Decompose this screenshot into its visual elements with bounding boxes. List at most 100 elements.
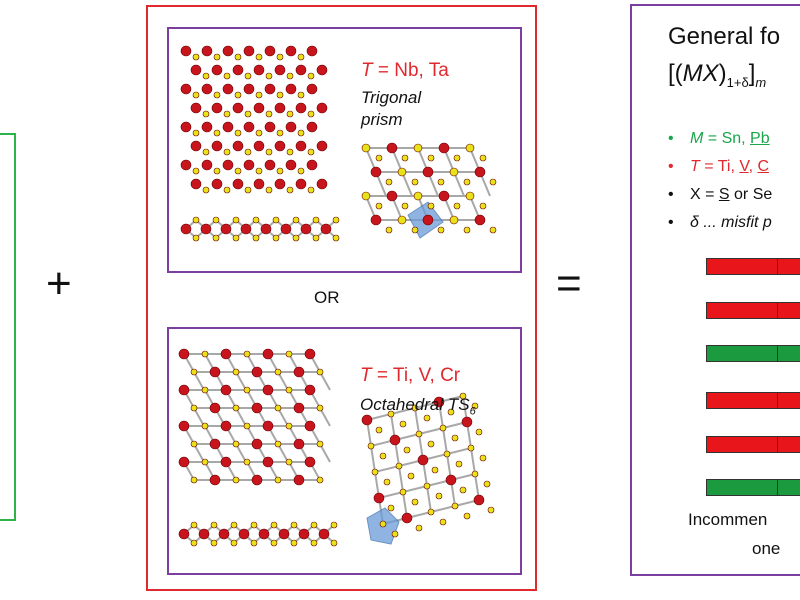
metal-atom: [306, 45, 318, 57]
metal-atom: [253, 178, 265, 190]
trigonal-t-symbol: T: [361, 60, 373, 81]
chalcogen-atom: [310, 539, 318, 547]
metal-atom: [373, 492, 385, 504]
octahedral-element-label: T = Ti, V, Cr: [360, 365, 460, 387]
chalcogen-atom: [479, 454, 487, 462]
chalcogen-atom: [411, 226, 419, 234]
chalcogen-atom: [285, 350, 293, 358]
bond: [319, 371, 331, 391]
general-formula: [(MX)1+δ]m: [668, 60, 766, 90]
chalcogen-atom: [201, 458, 209, 466]
metal-atom: [306, 83, 318, 95]
chalcogen-atom: [232, 476, 240, 484]
chalcogen-atom: [192, 91, 200, 99]
chalcogen-atom: [201, 386, 209, 394]
formula-subscript: 1+δ: [726, 74, 749, 90]
bond: [370, 445, 376, 473]
chalcogen-atom: [379, 520, 387, 528]
metal-atom: [201, 121, 213, 133]
chalcogen-atom: [190, 404, 198, 412]
chalcogen-atom: [397, 215, 407, 225]
chalcogen-atom: [192, 167, 200, 175]
chalcogen-atom: [190, 539, 198, 547]
chalcogen-atom: [244, 72, 252, 80]
chalcogen-atom: [465, 143, 475, 153]
metal-atom: [274, 178, 286, 190]
metal-atom: [433, 396, 445, 408]
metal-atom: [222, 121, 234, 133]
metal-atom: [240, 223, 252, 235]
chalcogen-atom: [297, 129, 305, 137]
trigonal-elements: = Nb, Ta: [372, 60, 449, 81]
x-rest: or Se: [729, 186, 773, 203]
chalcogen-atom: [367, 442, 375, 450]
metal-atom: [316, 178, 328, 190]
metal-atom: [285, 159, 297, 171]
chalcogen-atom: [437, 226, 445, 234]
chalcogen-atom: [276, 91, 284, 99]
chalcogen-atom: [453, 154, 461, 162]
t-text: = Ti,: [699, 158, 740, 175]
metal-atom: [293, 366, 305, 378]
chalcogen-atom: [479, 154, 487, 162]
metal-atom: [180, 45, 192, 57]
metal-atom: [264, 83, 276, 95]
metal-atom: [201, 45, 213, 57]
bond: [319, 407, 331, 427]
metal-atom: [209, 402, 221, 414]
metal-atom: [264, 159, 276, 171]
octahedral-geometry-label: Octahedral TS6: [360, 395, 476, 417]
bullet-m: •M = Sn, Pb: [668, 130, 770, 148]
m-underlined: Pb: [750, 130, 770, 147]
chalcogen-atom: [330, 539, 338, 547]
chalcogen-atom: [312, 234, 320, 242]
x-underlined: S: [718, 186, 730, 203]
metal-atom: [260, 223, 272, 235]
chalcogen-atom: [443, 450, 451, 458]
metal-atom: [295, 178, 307, 190]
trigonal-prism-box: [167, 27, 522, 273]
chalcogen-atom: [234, 91, 242, 99]
chalcogen-atom: [387, 504, 395, 512]
chalcogen-atom: [399, 420, 407, 428]
chalcogen-atom: [307, 148, 315, 156]
chalcogen-atom: [230, 539, 238, 547]
chalcogen-atom: [232, 368, 240, 376]
bullet-dot: •: [668, 130, 674, 147]
trigonal-geometry-line1: Trigonal: [361, 88, 422, 107]
chalcogen-atom: [201, 422, 209, 430]
metal-atom: [209, 366, 221, 378]
metal-atom: [200, 223, 212, 235]
metal-atom: [461, 416, 473, 428]
chalcogen-atom: [244, 148, 252, 156]
chalcogen-atom: [192, 234, 200, 242]
metal-atom: [304, 456, 316, 468]
metal-atom: [243, 45, 255, 57]
chalcogen-atom: [387, 410, 395, 418]
chalcogen-atom: [230, 521, 238, 529]
metal-atom: [190, 178, 202, 190]
chalcogen-atom: [255, 53, 263, 61]
chalcogen-atom: [361, 191, 371, 201]
bullet-dot: •: [668, 186, 674, 203]
chalcogen-atom: [459, 486, 467, 494]
bond: [319, 443, 331, 463]
metal-atom: [293, 402, 305, 414]
metal-atom: [178, 456, 190, 468]
chalcogen-atom: [212, 216, 220, 224]
metal-atom: [316, 140, 328, 152]
bond: [442, 427, 448, 455]
t-underlined-v: V: [739, 158, 749, 175]
metal-atom: [220, 420, 232, 432]
chalcogen-atom: [292, 216, 300, 224]
chalcogen-atom: [427, 440, 435, 448]
equals-sign: =: [556, 259, 582, 308]
m-text: = Sn,: [703, 130, 751, 147]
chalcogen-atom: [411, 498, 419, 506]
chalcogen-atom: [427, 154, 435, 162]
chalcogen-atom: [270, 539, 278, 547]
metal-atom: [361, 414, 373, 426]
metal-atom: [295, 102, 307, 114]
chalcogen-atom: [290, 521, 298, 529]
chalcogen-atom: [274, 476, 282, 484]
